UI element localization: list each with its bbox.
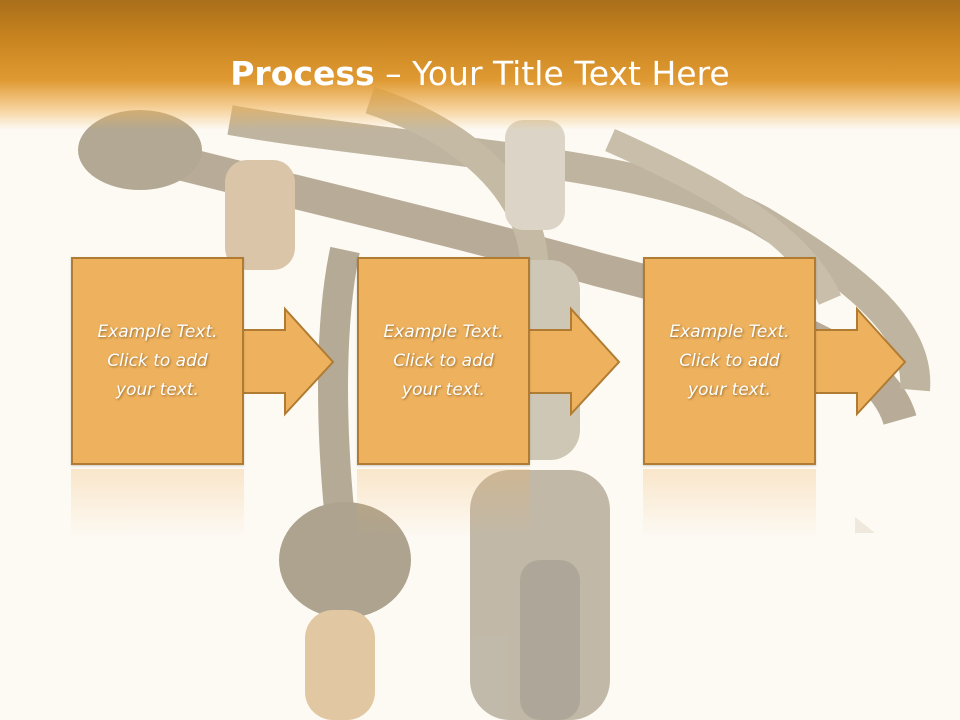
- step-text: Example Text. Click to add your text.: [669, 321, 790, 400]
- step-text: Example Text. Click to add your text.: [97, 321, 218, 400]
- arrow-right-icon: [812, 306, 907, 417]
- title-bold: Process: [230, 54, 375, 93]
- step-reflection: [643, 469, 816, 539]
- step-reflection: [71, 469, 244, 539]
- process-step-2[interactable]: Example Text. Click to add your text.: [357, 257, 621, 539]
- step-text: Example Text. Click to add your text.: [383, 321, 504, 400]
- slide-title[interactable]: Process – Your Title Text Here: [0, 52, 960, 96]
- process-step-1[interactable]: Example Text. Click to add your text.: [71, 257, 335, 539]
- title-bar: Process – Your Title Text Here: [0, 0, 960, 130]
- step-text-box[interactable]: Example Text. Click to add your text.: [71, 257, 244, 465]
- step-text-box[interactable]: Example Text. Click to add your text.: [643, 257, 816, 465]
- process-step-3[interactable]: Example Text. Click to add your text.: [643, 257, 907, 539]
- step-text-box[interactable]: Example Text. Click to add your text.: [357, 257, 530, 465]
- arrow-right-icon: [240, 306, 335, 417]
- step-reflection: [357, 469, 530, 539]
- arrow-right-icon: [526, 306, 621, 417]
- title-text: – Your Title Text Here: [374, 54, 730, 93]
